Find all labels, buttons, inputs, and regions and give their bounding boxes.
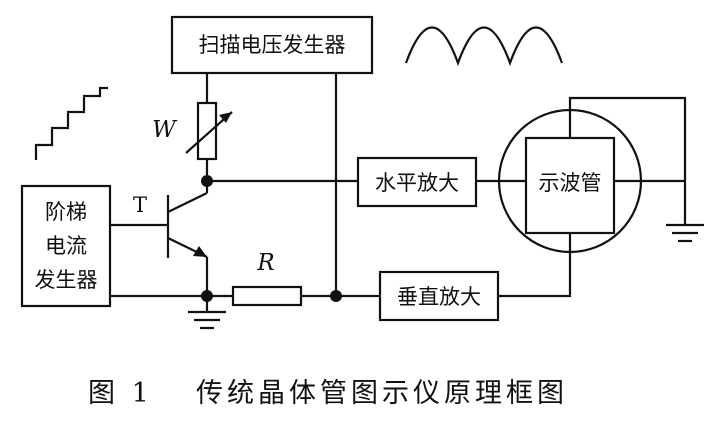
sweep-voltage-generator-label: 扫描电压发生器 xyxy=(199,33,346,57)
sweep-voltage-generator-block xyxy=(170,15,374,75)
resistor-node xyxy=(330,290,342,302)
ground-icon xyxy=(666,223,704,243)
oscilloscope-tube-label: 示波管 xyxy=(539,171,602,195)
transistor-label: T xyxy=(133,193,147,217)
step-current-generator-block xyxy=(20,184,112,308)
step-current-generator-line3: 发生器 xyxy=(35,268,98,292)
horizontal-amp-label: 水平放大 xyxy=(375,171,459,195)
figure-number: 图 1 xyxy=(88,378,153,409)
potentiometer-label: W xyxy=(152,117,178,143)
resistor-label: R xyxy=(256,250,274,276)
horizontal-amp-block xyxy=(356,156,478,208)
wire-tube-to-ground xyxy=(568,96,687,225)
sawtooth-arc-waveform-icon xyxy=(404,26,564,67)
staircase-waveform-icon xyxy=(34,86,108,160)
wire-vamp-to-tube xyxy=(498,233,572,298)
step-current-generator-line2: 电流 xyxy=(45,234,87,258)
resistor-icon xyxy=(231,285,303,307)
vertical-amp-label: 垂直放大 xyxy=(397,285,481,309)
figure-caption: 传统晶体管图示仪原理框图 xyxy=(196,378,568,409)
ground-icon xyxy=(188,310,226,330)
variable-resistor-icon xyxy=(185,101,233,161)
transistor-icon xyxy=(166,181,209,296)
step-current-generator-line1: 阶梯 xyxy=(45,200,87,224)
